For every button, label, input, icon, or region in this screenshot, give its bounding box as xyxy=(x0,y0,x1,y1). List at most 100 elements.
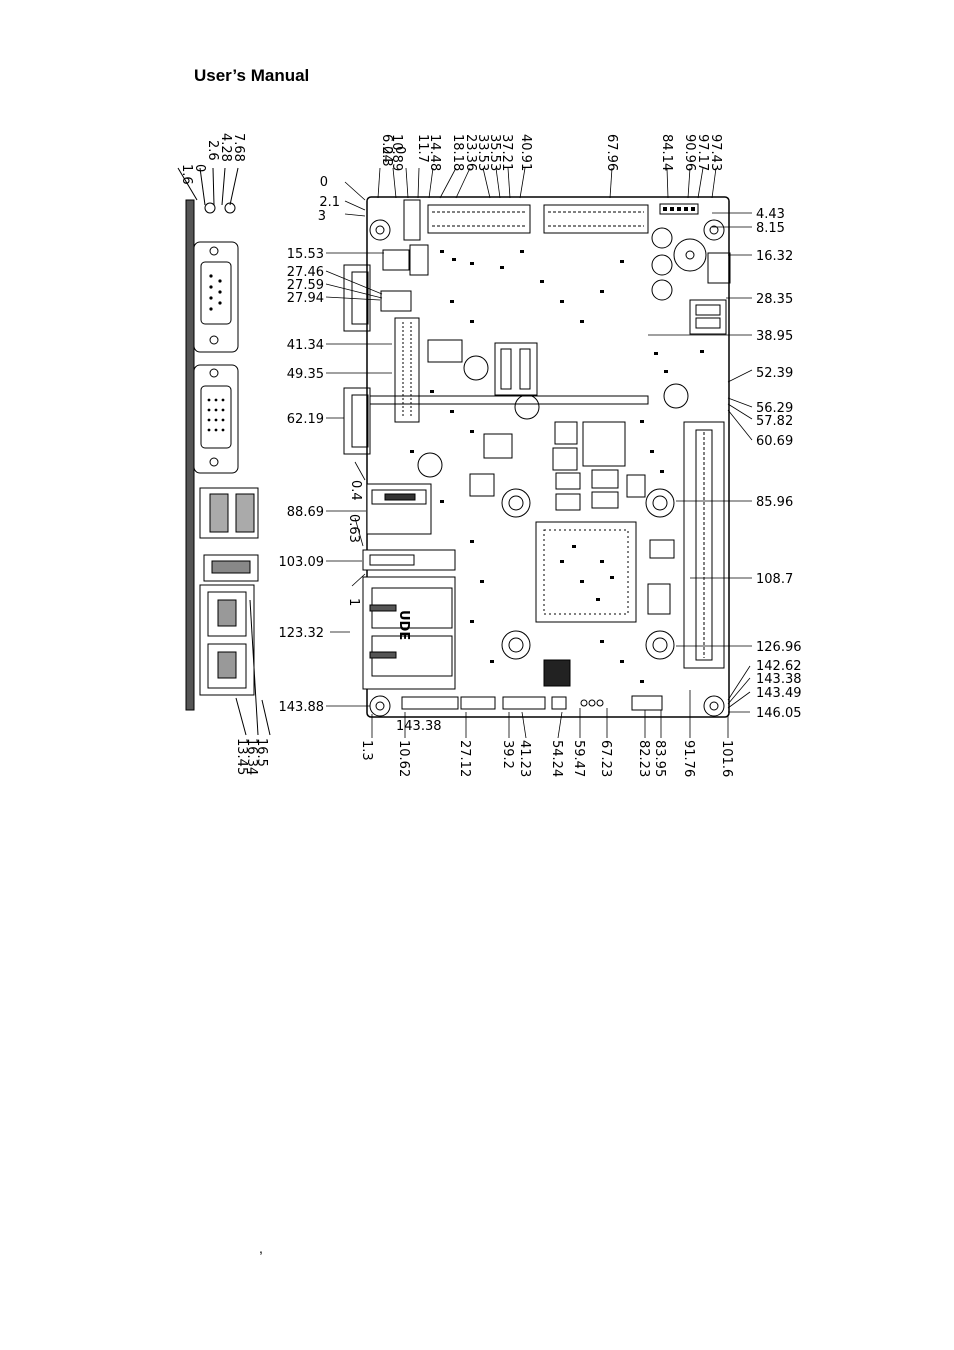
dim-label: 85.96 xyxy=(756,495,793,510)
dim-label: 0 xyxy=(392,146,407,154)
dim-label: 41.23 xyxy=(517,740,532,777)
dim-label: 23.36 xyxy=(463,134,478,171)
top-connector-a xyxy=(427,204,531,234)
dim-label: 41.34 xyxy=(287,338,324,353)
dim-label: 84.14 xyxy=(659,134,674,171)
dim-label: 15.53 xyxy=(287,247,324,262)
dim-label: 7.68 xyxy=(231,133,246,162)
dim-label: 54.24 xyxy=(549,740,564,777)
dim-label: 103.09 xyxy=(279,555,325,570)
dim-label: 0 xyxy=(192,164,207,172)
dim-label: 13.45 xyxy=(234,738,249,775)
hdmi-connector xyxy=(362,549,456,571)
dim-label: 4.28 xyxy=(218,133,233,162)
page-title: User’s Manual xyxy=(194,66,310,85)
dim-label: 27.59 xyxy=(287,278,324,293)
dim-label: 0.4 xyxy=(348,480,363,501)
dim-label: 142.62 xyxy=(756,659,802,674)
dim-label: 4.43 xyxy=(756,207,785,222)
component-pads xyxy=(410,250,704,683)
dim-label: 37.21 xyxy=(499,134,514,171)
dim-label: 97.17 xyxy=(695,134,710,171)
side-view-dimension-labels: 1.6 0 2.6 4.28 7.68 16.5 16.34 13.45 xyxy=(179,133,269,775)
dim-label: 10.62 xyxy=(396,740,411,777)
dim-label: 82.23 xyxy=(636,740,651,777)
side-view xyxy=(177,167,271,736)
dim-label: 83.95 xyxy=(652,740,667,777)
header-top-right xyxy=(659,203,699,215)
dim-label: 108.7 xyxy=(756,572,793,587)
dim-label: 1 xyxy=(346,598,361,606)
dim-label: 57.82 xyxy=(756,414,793,429)
soc-module xyxy=(535,521,637,623)
left-dimension-labels: 0 2.1 3 15.53 27.46 27.59 27.94 41.34 49… xyxy=(279,175,341,715)
dim-label: 27.46 xyxy=(287,265,324,280)
dim-label: 35.53 xyxy=(487,134,502,171)
board-top-view xyxy=(343,196,731,718)
lan-connector xyxy=(362,576,456,690)
dim-label: 16.34 xyxy=(244,738,259,775)
sodimm-slot xyxy=(683,421,725,669)
bottom-dimension-labels: 1.3 10.62 27.12 39.2 41.23 54.24 59.47 6… xyxy=(359,740,734,777)
top-connector-b xyxy=(543,204,649,234)
dim-label: 67.96 xyxy=(604,134,619,171)
bottom-header-a xyxy=(401,696,459,710)
dim-label: 143.38 xyxy=(756,672,802,687)
dim-label: 16.32 xyxy=(756,249,793,264)
dim-label: 143.38 xyxy=(396,719,442,734)
bottom-header-c xyxy=(502,696,546,710)
dim-label: 11.7 xyxy=(415,134,430,163)
dim-label: 0.3 xyxy=(379,146,394,167)
footer-mark: , xyxy=(259,1240,263,1256)
dim-label: 40.91 xyxy=(518,134,533,171)
dim-label: 8.15 xyxy=(756,221,785,236)
top-dimension-labels: 0.3 0 6.24 10.89 11.7 14.48 18.18 23.36 … xyxy=(379,134,723,171)
dim-label: 126.96 xyxy=(756,640,802,655)
dim-label: 1.3 xyxy=(359,740,374,761)
vertical-header xyxy=(394,317,420,423)
dim-label: 3 xyxy=(318,209,326,224)
dim-label: 14.48 xyxy=(427,134,442,171)
bottom-header-b xyxy=(460,696,496,710)
dim-label: 90.96 xyxy=(682,134,697,171)
dim-label: 123.32 xyxy=(279,626,325,641)
dim-label: 143.49 xyxy=(756,686,802,701)
board-outline xyxy=(366,196,730,718)
dim-label: 59.47 xyxy=(571,740,586,777)
dim-label: 1.6 xyxy=(179,164,194,185)
battery xyxy=(673,238,707,272)
chip-marking: UDE xyxy=(396,610,411,640)
usb-connector xyxy=(366,483,432,535)
dim-label: 52.39 xyxy=(756,366,793,381)
mounting-holes xyxy=(369,219,725,717)
dim-label: 67.23 xyxy=(598,740,613,777)
dim-label: 146.05 xyxy=(756,706,802,721)
dim-label: 0.63 xyxy=(346,514,361,543)
dim-label: 27.94 xyxy=(287,291,324,306)
dimension-leaders xyxy=(325,167,753,739)
dim-label: 10.89 xyxy=(389,134,404,171)
left-header-b xyxy=(382,249,410,271)
dim-label: 0 xyxy=(320,175,328,190)
dim-label: 49.35 xyxy=(287,367,324,382)
side-view-pcb-edge xyxy=(185,199,195,711)
dim-label: 101.6 xyxy=(719,740,734,777)
dim-label: 38.95 xyxy=(756,329,793,344)
dim-label: 33.53 xyxy=(475,134,490,171)
dim-label: 16.5 xyxy=(254,738,269,767)
dim-label: 97.43 xyxy=(708,134,723,171)
sata-connector xyxy=(494,342,538,396)
right-dimension-labels: 4.43 8.15 16.32 28.35 38.95 52.39 56.29 … xyxy=(756,207,802,721)
dim-label: 56.29 xyxy=(756,401,793,416)
dim-label: 18.18 xyxy=(450,134,465,171)
dim-label: 60.69 xyxy=(756,434,793,449)
dim-label: 62.19 xyxy=(287,412,324,427)
dim-label: 28.35 xyxy=(756,292,793,307)
dim-label: 2.1 xyxy=(319,195,340,210)
dim-label: 27.12 xyxy=(457,740,472,777)
dim-label: 39.2 xyxy=(500,740,515,769)
dim-label: 2.6 xyxy=(205,140,220,161)
dim-label: 143.88 xyxy=(279,700,325,715)
dim-label: 6.24 xyxy=(379,134,394,163)
